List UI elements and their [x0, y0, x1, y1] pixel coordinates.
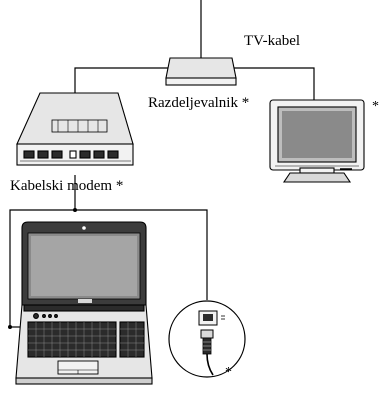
- laptop-icon: [15, 221, 153, 385]
- ethernet-connector-icon: [168, 300, 246, 378]
- cable-modem-label: Kabelski modem *: [10, 178, 124, 194]
- splitter-label: Razdeljevalnik *: [148, 95, 250, 111]
- laptop-keyboard: [28, 322, 144, 357]
- tv-cable-label: TV-kabel: [244, 33, 301, 49]
- laptop-junction-dot: [8, 325, 12, 329]
- connector-asterisk: *: [225, 365, 232, 380]
- splitter-device-icon: [165, 57, 237, 86]
- cable-junction-dot: [73, 208, 77, 212]
- modem-laptop-connector-cable: [9, 209, 208, 327]
- cable-modem-icon: [16, 92, 134, 166]
- tv-asterisk: *: [372, 99, 379, 114]
- tv-monitor-icon: [269, 99, 365, 183]
